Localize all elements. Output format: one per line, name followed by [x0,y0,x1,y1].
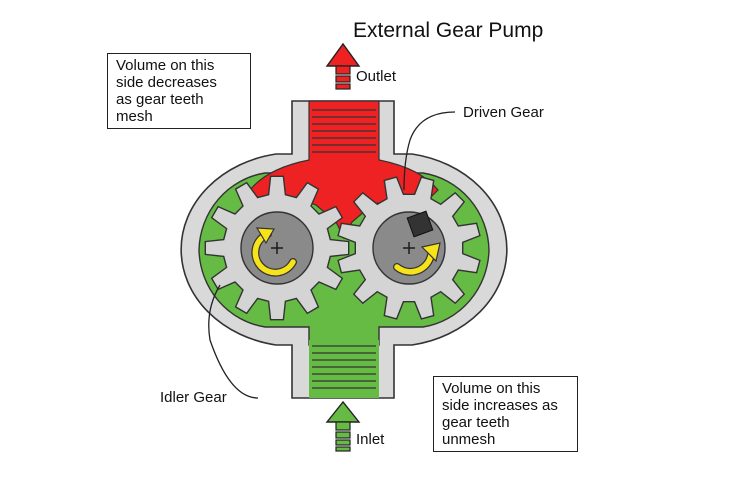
outlet-side-note: Volume on this side decreases as gear te… [107,53,251,129]
drive-key-icon [406,210,434,238]
idler-gear-leader [208,284,259,399]
driven-gear-leader [403,111,456,191]
plus-icon [403,242,415,254]
note-line: mesh [116,108,153,125]
outlet-threads [312,109,376,153]
plus-icon [271,242,283,254]
note-line: side increases as [442,397,558,414]
note-line: side decreases [116,74,217,91]
rotation-arrow-icon [251,227,297,277]
inlet-side-note: Volume on this side increases as gear te… [433,376,578,452]
note-line: unmesh [442,431,496,448]
note-line: gear teeth [442,414,510,431]
driven-gear-label: Driven Gear [463,104,544,121]
outlet-label: Outlet [356,68,397,85]
inlet-arrow-icon [325,400,361,452]
idler-gear-label: Idler Gear [160,389,227,406]
note-line: Volume on this [442,380,541,397]
inlet-threads [309,340,379,398]
diagram-title: External Gear Pump [353,19,543,42]
note-line: Volume on this [116,57,215,74]
inlet-label: Inlet [356,431,385,448]
note-line: as gear teeth [116,91,204,108]
rotation-arrow-icon [393,242,441,276]
outlet-arrow-icon [325,42,361,90]
